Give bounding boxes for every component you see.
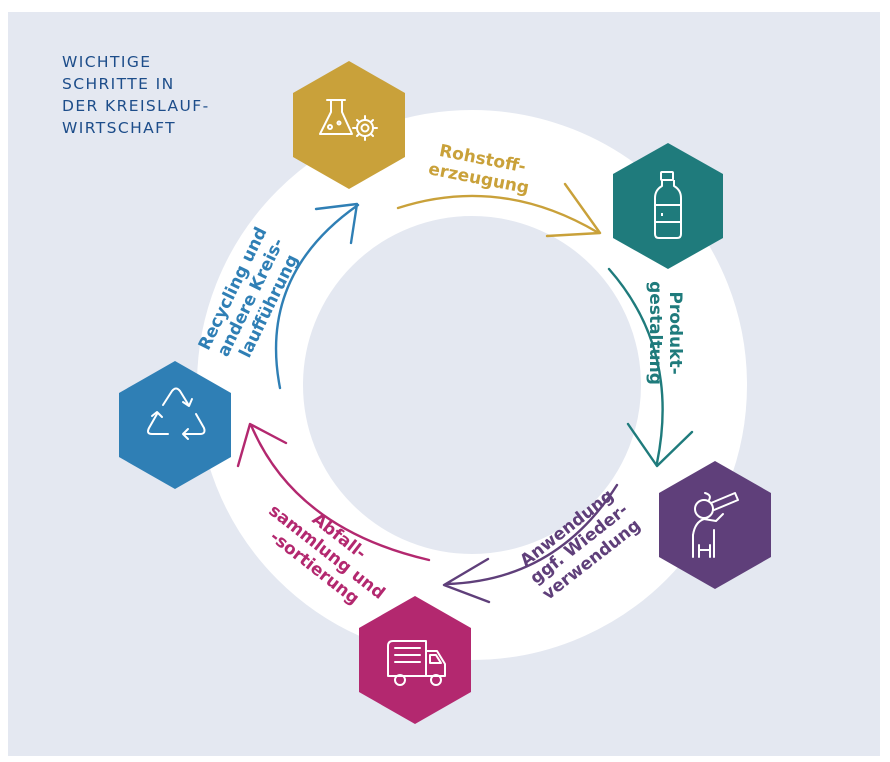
step-rohstoff [293,61,405,189]
step-label-line: Produkt- [665,291,685,374]
step-recycling [119,361,231,489]
arrow-anwendung-to-abfall [442,483,619,604]
arrow-rohstoff-to-produkt [396,182,602,238]
title-line: DER KREISLAUF- [62,97,210,115]
recycling-icon [147,387,206,440]
person-drinking-icon [692,492,739,558]
step-label-line: gestaltung [645,281,665,385]
hexagon [659,461,771,589]
garbage-truck-icon [387,640,446,686]
label-produkt: Produkt- gestaltung [645,281,685,385]
title-line: WIRTSCHAFT [62,119,177,137]
step-abfall [359,596,471,724]
arrow-recycling-to-rohstoff [274,202,360,390]
hexagon [119,361,231,489]
bottle-icon [654,171,682,239]
hexagon [359,596,471,724]
flask-gear-icon [319,99,378,141]
arrow-produkt-to-anwendung [607,267,694,468]
title-line: SCHRITTE IN [62,75,175,93]
cycle-ring [197,110,747,660]
diagram-title: WICHTIGE SCHRITTE IN DER KREISLAUF- WIRT… [62,51,210,139]
step-produkt [613,143,723,269]
title-line: WICHTIGE [62,53,152,71]
step-anwendung [659,461,771,589]
arrow-abfall-to-recycling [236,422,431,562]
